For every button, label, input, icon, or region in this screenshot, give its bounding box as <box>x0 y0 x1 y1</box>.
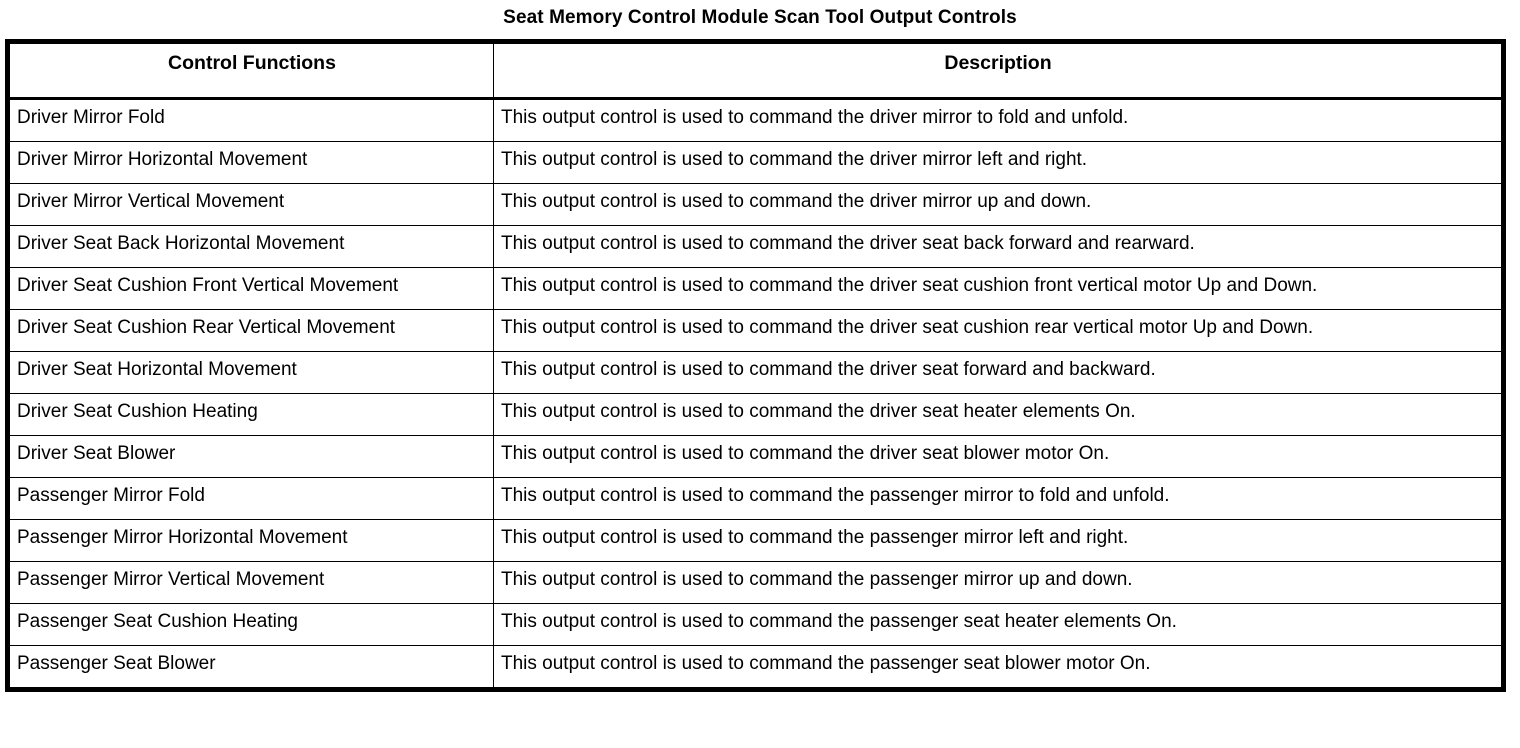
table-header-row: Control Functions Description <box>9 43 1502 100</box>
control-function-cell: Driver Seat Cushion Front Vertical Movem… <box>9 267 494 310</box>
control-function-cell: Driver Seat Back Horizontal Movement <box>9 225 494 268</box>
description-cell: This output control is used to command t… <box>493 561 1502 604</box>
description-cell: This output control is used to command t… <box>493 309 1502 352</box>
description-cell: This output control is used to command t… <box>493 435 1502 478</box>
control-function-cell: Passenger Mirror Horizontal Movement <box>9 519 494 562</box>
page-title: Seat Memory Control Module Scan Tool Out… <box>503 7 1017 28</box>
control-function-cell: Driver Seat Cushion Rear Vertical Moveme… <box>9 309 494 352</box>
control-function-cell: Driver Seat Cushion Heating <box>9 393 494 436</box>
control-function-cell: Passenger Seat Cushion Heating <box>9 603 494 646</box>
control-function-cell: Driver Seat Horizontal Movement <box>9 351 494 394</box>
column-header-description: Description <box>493 43 1502 100</box>
control-function-cell: Passenger Mirror Vertical Movement <box>9 561 494 604</box>
description-cell: This output control is used to command t… <box>493 267 1502 310</box>
control-function-cell: Driver Mirror Fold <box>9 98 494 142</box>
description-cell: This output control is used to command t… <box>493 183 1502 226</box>
table-row: Driver Seat Cushion Rear Vertical Moveme… <box>9 309 1502 352</box>
description-cell: This output control is used to command t… <box>493 98 1502 142</box>
description-cell: This output control is used to command t… <box>493 141 1502 184</box>
control-function-cell: Passenger Mirror Fold <box>9 477 494 520</box>
control-function-cell: Passenger Seat Blower <box>9 645 494 688</box>
description-cell: This output control is used to command t… <box>493 603 1502 646</box>
description-cell: This output control is used to command t… <box>493 477 1502 520</box>
description-cell: This output control is used to command t… <box>493 393 1502 436</box>
output-controls-table-container: Control Functions Description Driver Mir… <box>5 39 1506 692</box>
control-function-cell: Driver Seat Blower <box>9 435 494 478</box>
control-function-cell: Driver Mirror Horizontal Movement <box>9 141 494 184</box>
description-cell: This output control is used to command t… <box>493 225 1502 268</box>
column-header-control-functions: Control Functions <box>9 43 494 100</box>
control-function-cell: Driver Mirror Vertical Movement <box>9 183 494 226</box>
description-cell: This output control is used to command t… <box>493 351 1502 394</box>
description-cell: This output control is used to command t… <box>493 645 1502 688</box>
table-header: Control Functions Description <box>9 43 1502 100</box>
table-row: Driver Seat Cushion Front Vertical Movem… <box>9 267 1502 310</box>
description-cell: This output control is used to command t… <box>493 519 1502 562</box>
output-controls-table: Control Functions Description Driver Mir… <box>9 43 1502 688</box>
